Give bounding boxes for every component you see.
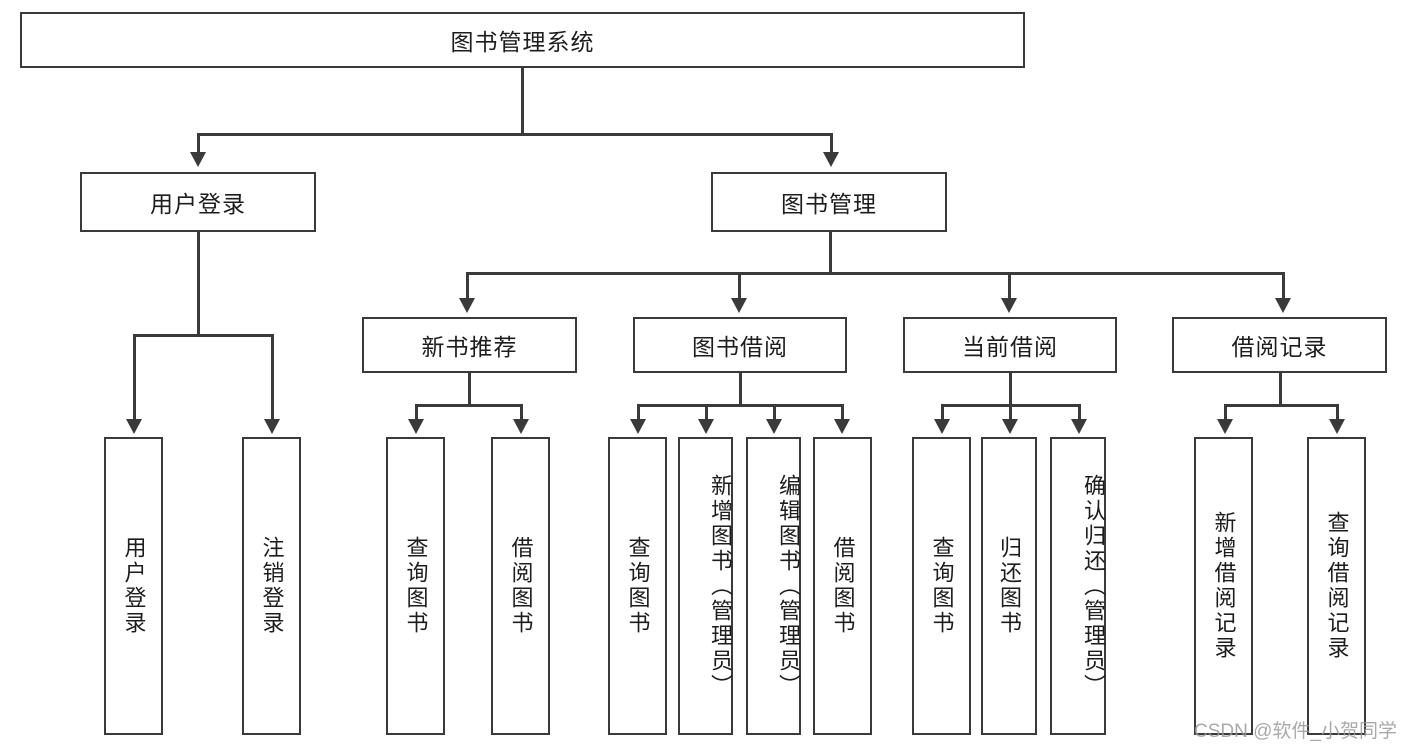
node-leaf-query-borrow-record[interactable]: 查询借阅记录 [1307,437,1366,735]
arrow-user-login-to-leaf-2 [264,419,280,434]
connector-bm-to-borrow-record [1282,272,1285,302]
node-current-borrow[interactable]: 当前借阅 [903,317,1117,373]
connector-book-management-bus [466,272,1284,275]
arrow-cb-to-leaf-1 [934,419,950,434]
node-label: 图书借阅 [692,334,788,360]
node-borrow-record[interactable]: 借阅记录 [1172,317,1387,373]
node-label: 注销登录 [259,536,285,636]
arrow-bm-to-new-book [459,298,475,313]
connector-new-book-bus [415,404,522,407]
node-label: 归还图书 [997,536,1022,636]
connector-bm-to-current-borrow [1008,272,1011,302]
node-label: 编辑图书（管理员） [776,473,801,699]
node-label: 借阅图书 [508,536,534,636]
connector-root-to-user-login [197,133,200,160]
node-label: 借阅图书 [830,536,856,636]
connector-user-login-to-leaf-2 [271,334,274,422]
connector-bb-to-leaf-1 [637,404,640,422]
connector-borrow-record-bus [1224,404,1338,407]
connector-root-bus [197,133,833,136]
node-leaf-query-book-1[interactable]: 查询图书 [386,437,445,735]
node-leaf-add-book-admin[interactable]: 新增图书（管理员） [678,437,733,735]
node-label: 用户登录 [150,191,246,217]
connector-root-stem [521,68,524,135]
arrow-nb-to-leaf-1 [408,419,424,434]
connector-bm-to-book-borrow [738,272,741,302]
node-leaf-borrow-book-2[interactable]: 借阅图书 [813,437,872,735]
connector-new-book-stem [468,373,471,406]
node-label: 新增图书（管理员） [708,473,733,699]
node-label: 查询借阅记录 [1324,511,1350,661]
connector-root-to-book-management [830,133,833,160]
arrow-br-to-leaf-1 [1217,419,1233,434]
connector-borrow-record-stem [1279,373,1282,406]
arrow-bm-to-borrow-record [1275,298,1291,313]
arrow-bb-to-leaf-3 [766,419,782,434]
node-leaf-query-book-3[interactable]: 查询图书 [912,437,971,735]
node-label: 借阅记录 [1231,334,1328,360]
connector-user-login-to-leaf-1 [133,334,136,422]
connector-cb-to-leaf-1 [941,404,944,422]
connector-book-borrow-stem [739,373,742,406]
node-leaf-query-book-2[interactable]: 查询图书 [608,437,667,735]
connector-user-login-bus [133,334,272,337]
connector-bb-to-leaf-3 [773,404,776,422]
node-leaf-logout-login[interactable]: 注销登录 [242,437,301,735]
connector-nb-to-leaf-2 [520,404,523,422]
arrow-root-to-user-login [190,152,206,167]
connector-book-management-stem [829,232,832,274]
node-label: 当前借阅 [962,334,1058,360]
node-label: 查询图书 [929,536,955,636]
arrow-bm-to-book-borrow [731,298,747,313]
node-label: 查询图书 [403,536,429,636]
node-label: 用户登录 [121,536,147,636]
arrow-bm-to-current-borrow [1001,298,1017,313]
arrow-bb-to-leaf-1 [630,419,646,434]
node-label: 图书管理 [781,191,877,217]
arrow-cb-to-leaf-3 [1071,419,1087,434]
connector-book-borrow-bus [637,404,843,407]
watermark-text: CSDN @软件_小贺同学 [1194,721,1397,742]
node-leaf-borrow-book-1[interactable]: 借阅图书 [491,437,550,735]
arrow-cb-to-leaf-2 [1002,419,1018,434]
node-label: 查询图书 [625,536,651,636]
connector-cb-to-leaf-2 [1009,404,1012,422]
connector-br-to-leaf-1 [1224,404,1227,422]
node-label: 新书推荐 [421,334,518,360]
node-leaf-user-login[interactable]: 用户登录 [104,437,163,735]
node-label: 图书管理系统 [450,29,595,55]
node-user-login[interactable]: 用户登录 [80,172,316,232]
node-book-management-system[interactable]: 图书管理系统 [20,12,1025,68]
connector-cb-to-leaf-3 [1078,404,1081,422]
connector-bm-to-new-book [466,272,469,302]
node-label: 确认归还（管理员） [1081,473,1106,699]
node-leaf-add-borrow-record[interactable]: 新增借阅记录 [1194,437,1253,735]
node-new-book-recommend[interactable]: 新书推荐 [362,317,577,373]
node-book-management[interactable]: 图书管理 [711,172,947,232]
connector-bb-to-leaf-4 [841,404,844,422]
node-leaf-return-book[interactable]: 归还图书 [981,437,1037,735]
arrow-br-to-leaf-2 [1329,419,1345,434]
node-book-borrow[interactable]: 图书借阅 [633,317,847,373]
connector-br-to-leaf-2 [1336,404,1339,422]
node-label: 新增借阅记录 [1211,511,1237,661]
connector-user-login-stem [197,232,200,336]
arrow-root-to-book-management [823,152,839,167]
node-leaf-edit-book-admin[interactable]: 编辑图书（管理员） [746,437,801,735]
arrow-nb-to-leaf-2 [513,419,529,434]
connector-current-borrow-stem [1009,373,1012,406]
connector-bb-to-leaf-2 [705,404,708,422]
node-leaf-confirm-return-admin[interactable]: 确认归还（管理员） [1050,437,1106,735]
arrow-user-login-to-leaf-1 [126,419,142,434]
arrow-bb-to-leaf-4 [834,419,850,434]
connector-nb-to-leaf-1 [415,404,418,422]
arrow-bb-to-leaf-2 [698,419,714,434]
